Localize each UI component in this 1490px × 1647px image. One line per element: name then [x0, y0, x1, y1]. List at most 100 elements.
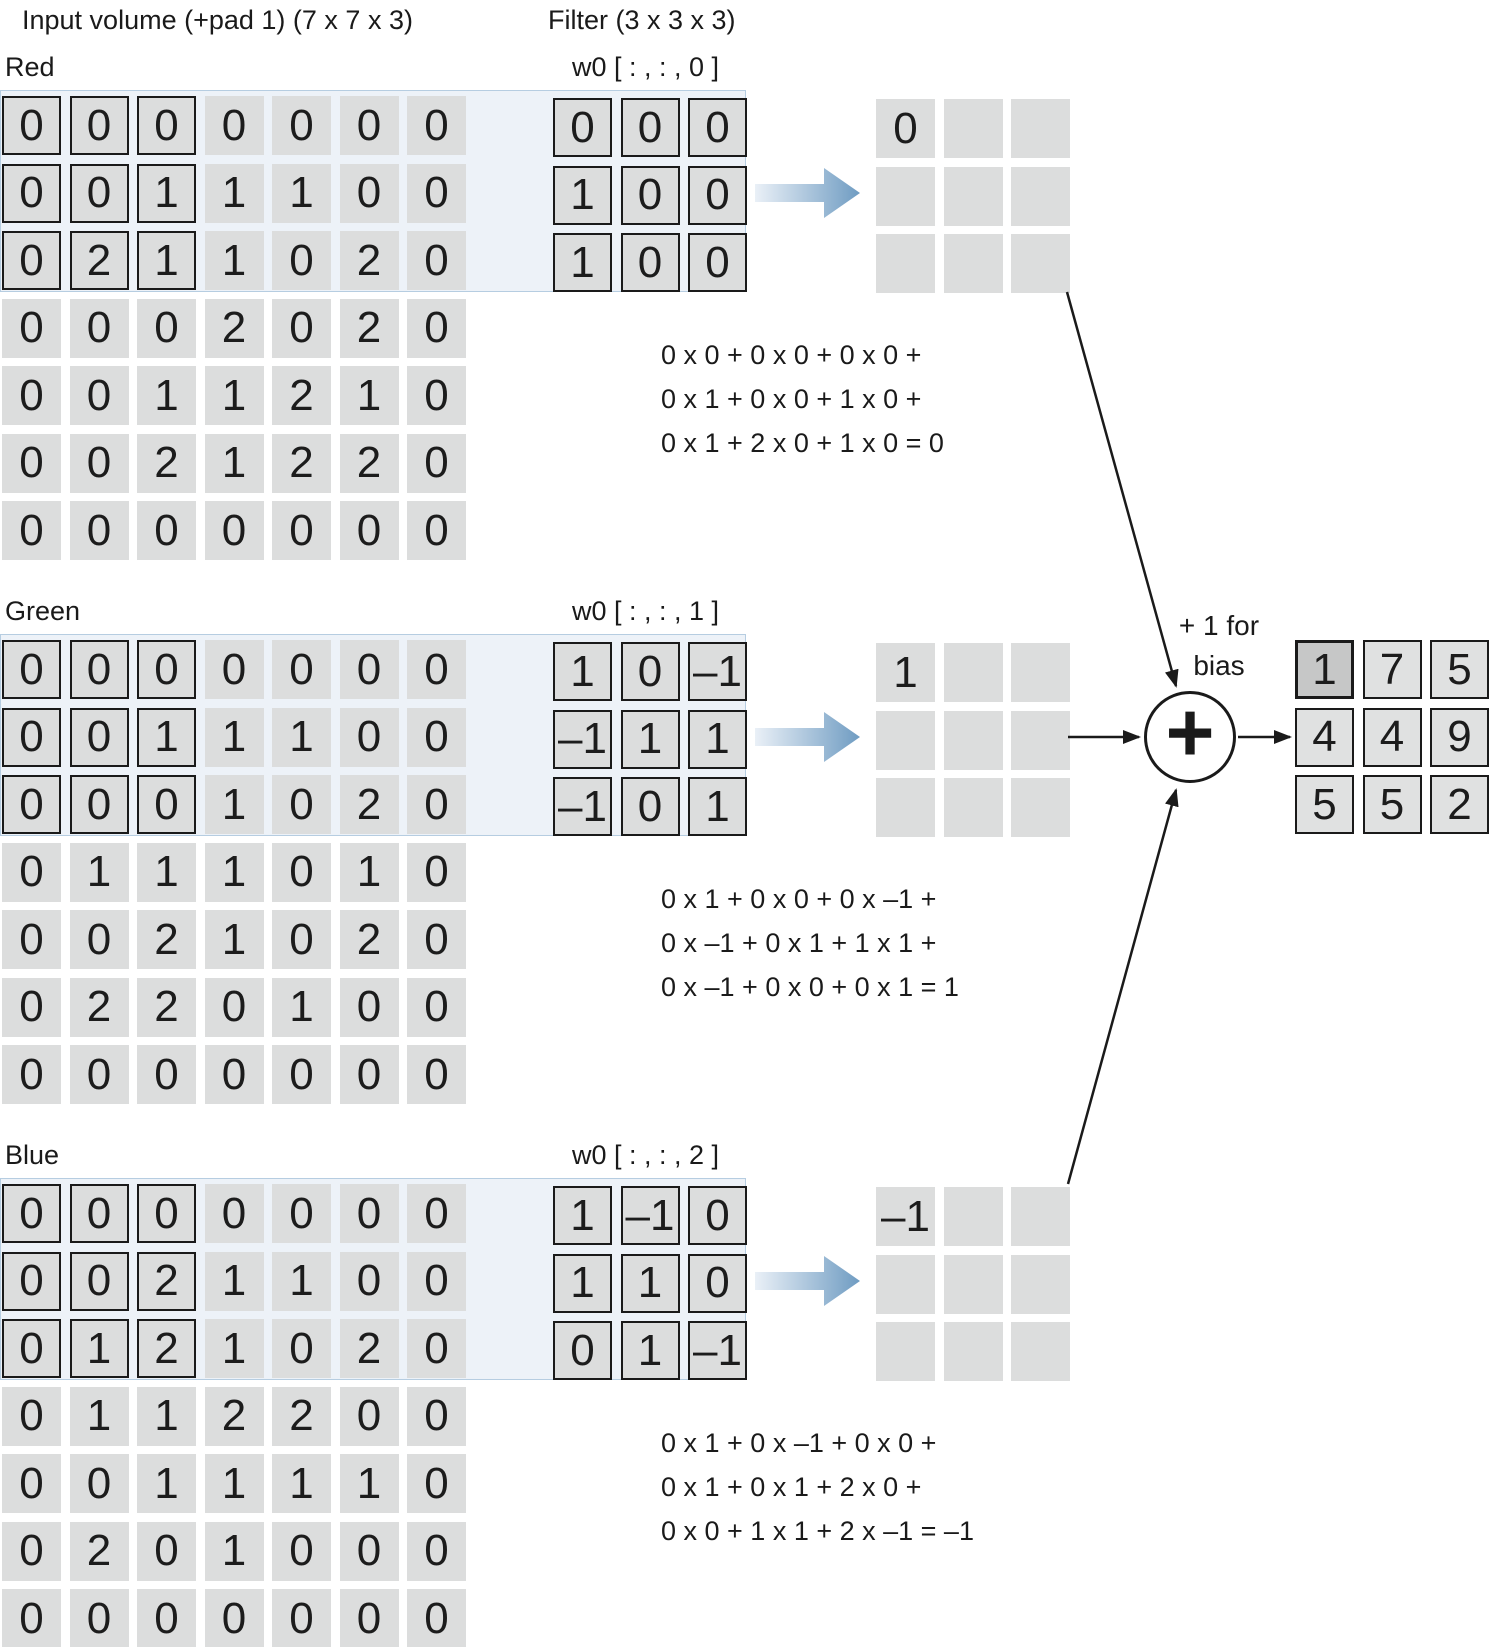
grid-cell: [1011, 234, 1070, 293]
grid-cell: 1: [876, 643, 935, 702]
filter-slice-label: w0 [ : , : , 0 ]: [572, 52, 720, 82]
grid-cell: 0: [688, 233, 747, 292]
grid-cell: 0: [272, 298, 331, 358]
grid-cell: [876, 710, 935, 770]
grid-cell: 1: [69, 842, 129, 902]
grid-cell: 2: [272, 366, 331, 425]
grid-cell: [876, 166, 935, 226]
grid-cell: 0: [272, 842, 331, 902]
grid-cell: –1: [876, 1187, 935, 1246]
grid-cell: 1: [553, 642, 612, 701]
grid-cell: 0: [137, 1184, 196, 1243]
grid-cell: 0: [407, 1251, 466, 1311]
grid-cell: 0: [339, 1521, 399, 1581]
grid-cell: 2: [272, 433, 331, 493]
equation-line: 0 x 1 + 2 x 0 + 1 x 0 = 0: [661, 428, 944, 458]
grid-cell: 1: [204, 707, 264, 767]
grid-cell: [1011, 643, 1070, 702]
sum-node: +: [1144, 690, 1236, 783]
channel-label: Blue: [5, 1140, 60, 1170]
grid-cell: [1011, 778, 1070, 837]
grid-cell: 2: [339, 1319, 399, 1378]
grid-cell: 0: [407, 163, 466, 223]
block-arrow-icon-red: [755, 168, 860, 218]
grid-cell: 2: [69, 231, 129, 290]
grid-cell: 0: [2, 1454, 61, 1513]
grid-cell: 0: [407, 775, 466, 834]
grid-cell: 0: [407, 1454, 466, 1513]
grid-cell: 0: [2, 1045, 61, 1104]
grid-cell: 1: [204, 1319, 264, 1378]
grid-cell: 1: [137, 707, 196, 767]
grid-cell: 0: [137, 1589, 196, 1647]
partial-output-grid-blue: –1: [876, 1187, 1070, 1381]
grid-cell: 0: [876, 99, 935, 158]
grid-cell: 2: [272, 1386, 331, 1446]
grid-cell: 1: [137, 842, 196, 902]
grid-cell: 0: [2, 707, 61, 767]
grid-cell: 0: [2, 1589, 61, 1647]
bias-label-line1: + 1 for: [1178, 610, 1260, 641]
grid-cell: 0: [688, 165, 747, 225]
grid-cell: 0: [407, 501, 466, 560]
grid-cell: 1: [69, 1386, 129, 1446]
grid-cell: 0: [407, 366, 466, 425]
grid-cell: 0: [407, 1386, 466, 1446]
grid-cell: 0: [2, 1251, 61, 1311]
grid-cell: 2: [69, 1521, 129, 1581]
grid-cell: [1011, 166, 1070, 226]
grid-cell: 0: [2, 96, 61, 155]
grid-cell: 0: [2, 501, 61, 560]
grid-cell: 0: [688, 98, 747, 157]
bias-label: + 1 for bias: [1146, 606, 1292, 686]
partial-output-grid-green: 1: [876, 643, 1070, 837]
channel-label: Red: [5, 52, 55, 82]
grid-cell: 0: [339, 640, 399, 699]
grid-cell: [943, 778, 1003, 837]
grid-cell: [876, 1254, 935, 1314]
grid-cell: 0: [407, 96, 466, 155]
grid-cell: 1: [553, 233, 612, 292]
grid-cell: 0: [69, 96, 129, 155]
grid-cell: 5: [1362, 775, 1422, 834]
grid-cell: [1011, 1254, 1070, 1314]
grid-cell: [1011, 1187, 1070, 1246]
equation-line: 0 x 1 + 0 x –1 + 0 x 0 +: [661, 1428, 937, 1458]
grid-cell: 0: [2, 433, 61, 493]
grid-cell: –1: [688, 1321, 747, 1380]
grid-cell: 0: [2, 1521, 61, 1581]
grid-cell: 1: [69, 1319, 129, 1378]
grid-cell: 0: [137, 96, 196, 155]
grid-cell: 1: [137, 366, 196, 425]
grid-cell: 0: [204, 977, 264, 1037]
grid-cell: [943, 1322, 1003, 1381]
grid-cell: 1: [272, 977, 331, 1037]
grid-cell: 0: [69, 1251, 129, 1311]
grid-cell: 0: [204, 96, 264, 155]
grid-cell: 1: [204, 1251, 264, 1311]
grid-cell: 0: [69, 1184, 129, 1243]
grid-cell: 0: [69, 1045, 129, 1104]
grid-cell: 0: [137, 1521, 196, 1581]
grid-cell: 1: [204, 910, 264, 969]
grid-cell: 0: [407, 910, 466, 969]
grid-cell: 0: [2, 1319, 61, 1378]
grid-cell: 0: [407, 298, 466, 358]
grid-cell: 0: [620, 98, 680, 157]
grid-cell: 1: [553, 1253, 612, 1313]
grid-cell: 1: [204, 1454, 264, 1513]
grid-cell: 2: [339, 910, 399, 969]
grid-cell: 0: [2, 640, 61, 699]
grid-cell: 0: [69, 163, 129, 223]
grid-cell: 0: [69, 707, 129, 767]
grid-cell: 0: [339, 1251, 399, 1311]
grid-cell: –1: [688, 642, 747, 701]
grid-cell: 2: [339, 231, 399, 290]
grid-cell: 0: [69, 298, 129, 358]
grid-cell: 1: [204, 775, 264, 834]
